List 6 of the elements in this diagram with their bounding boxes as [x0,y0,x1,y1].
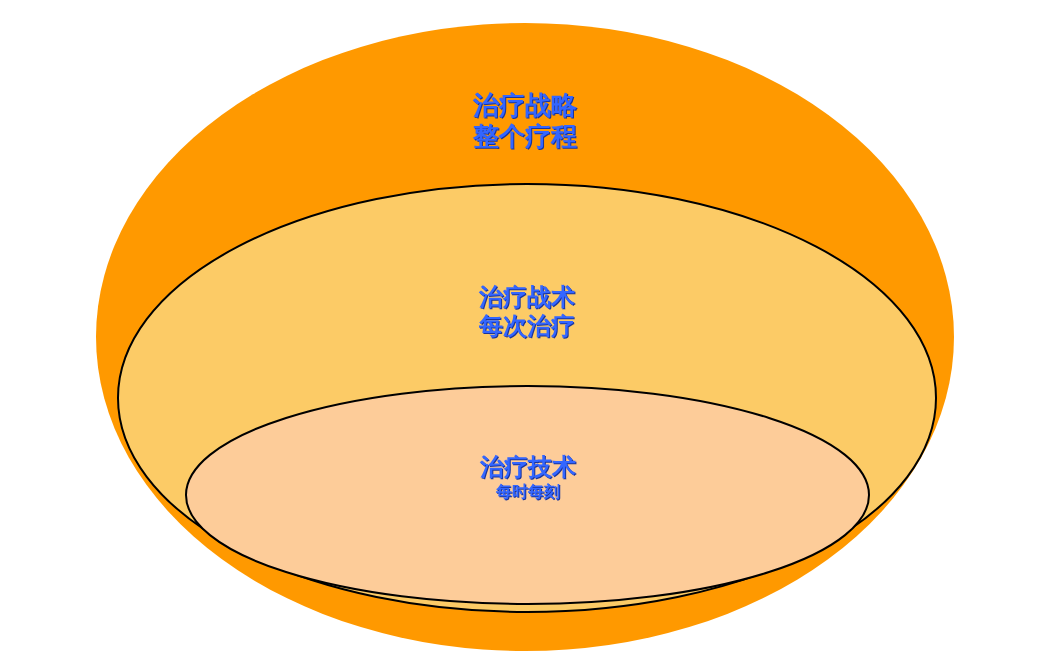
region-subtitle: 每次治疗 [479,311,575,341]
region-heading: 治疗技术 [479,453,576,482]
region-subtitle: 整个疗程 [473,121,577,153]
region-heading: 治疗战略 [473,90,577,122]
region-subtitle: 每时每刻 [495,481,560,501]
region-heading: 治疗战术 [479,283,575,312]
